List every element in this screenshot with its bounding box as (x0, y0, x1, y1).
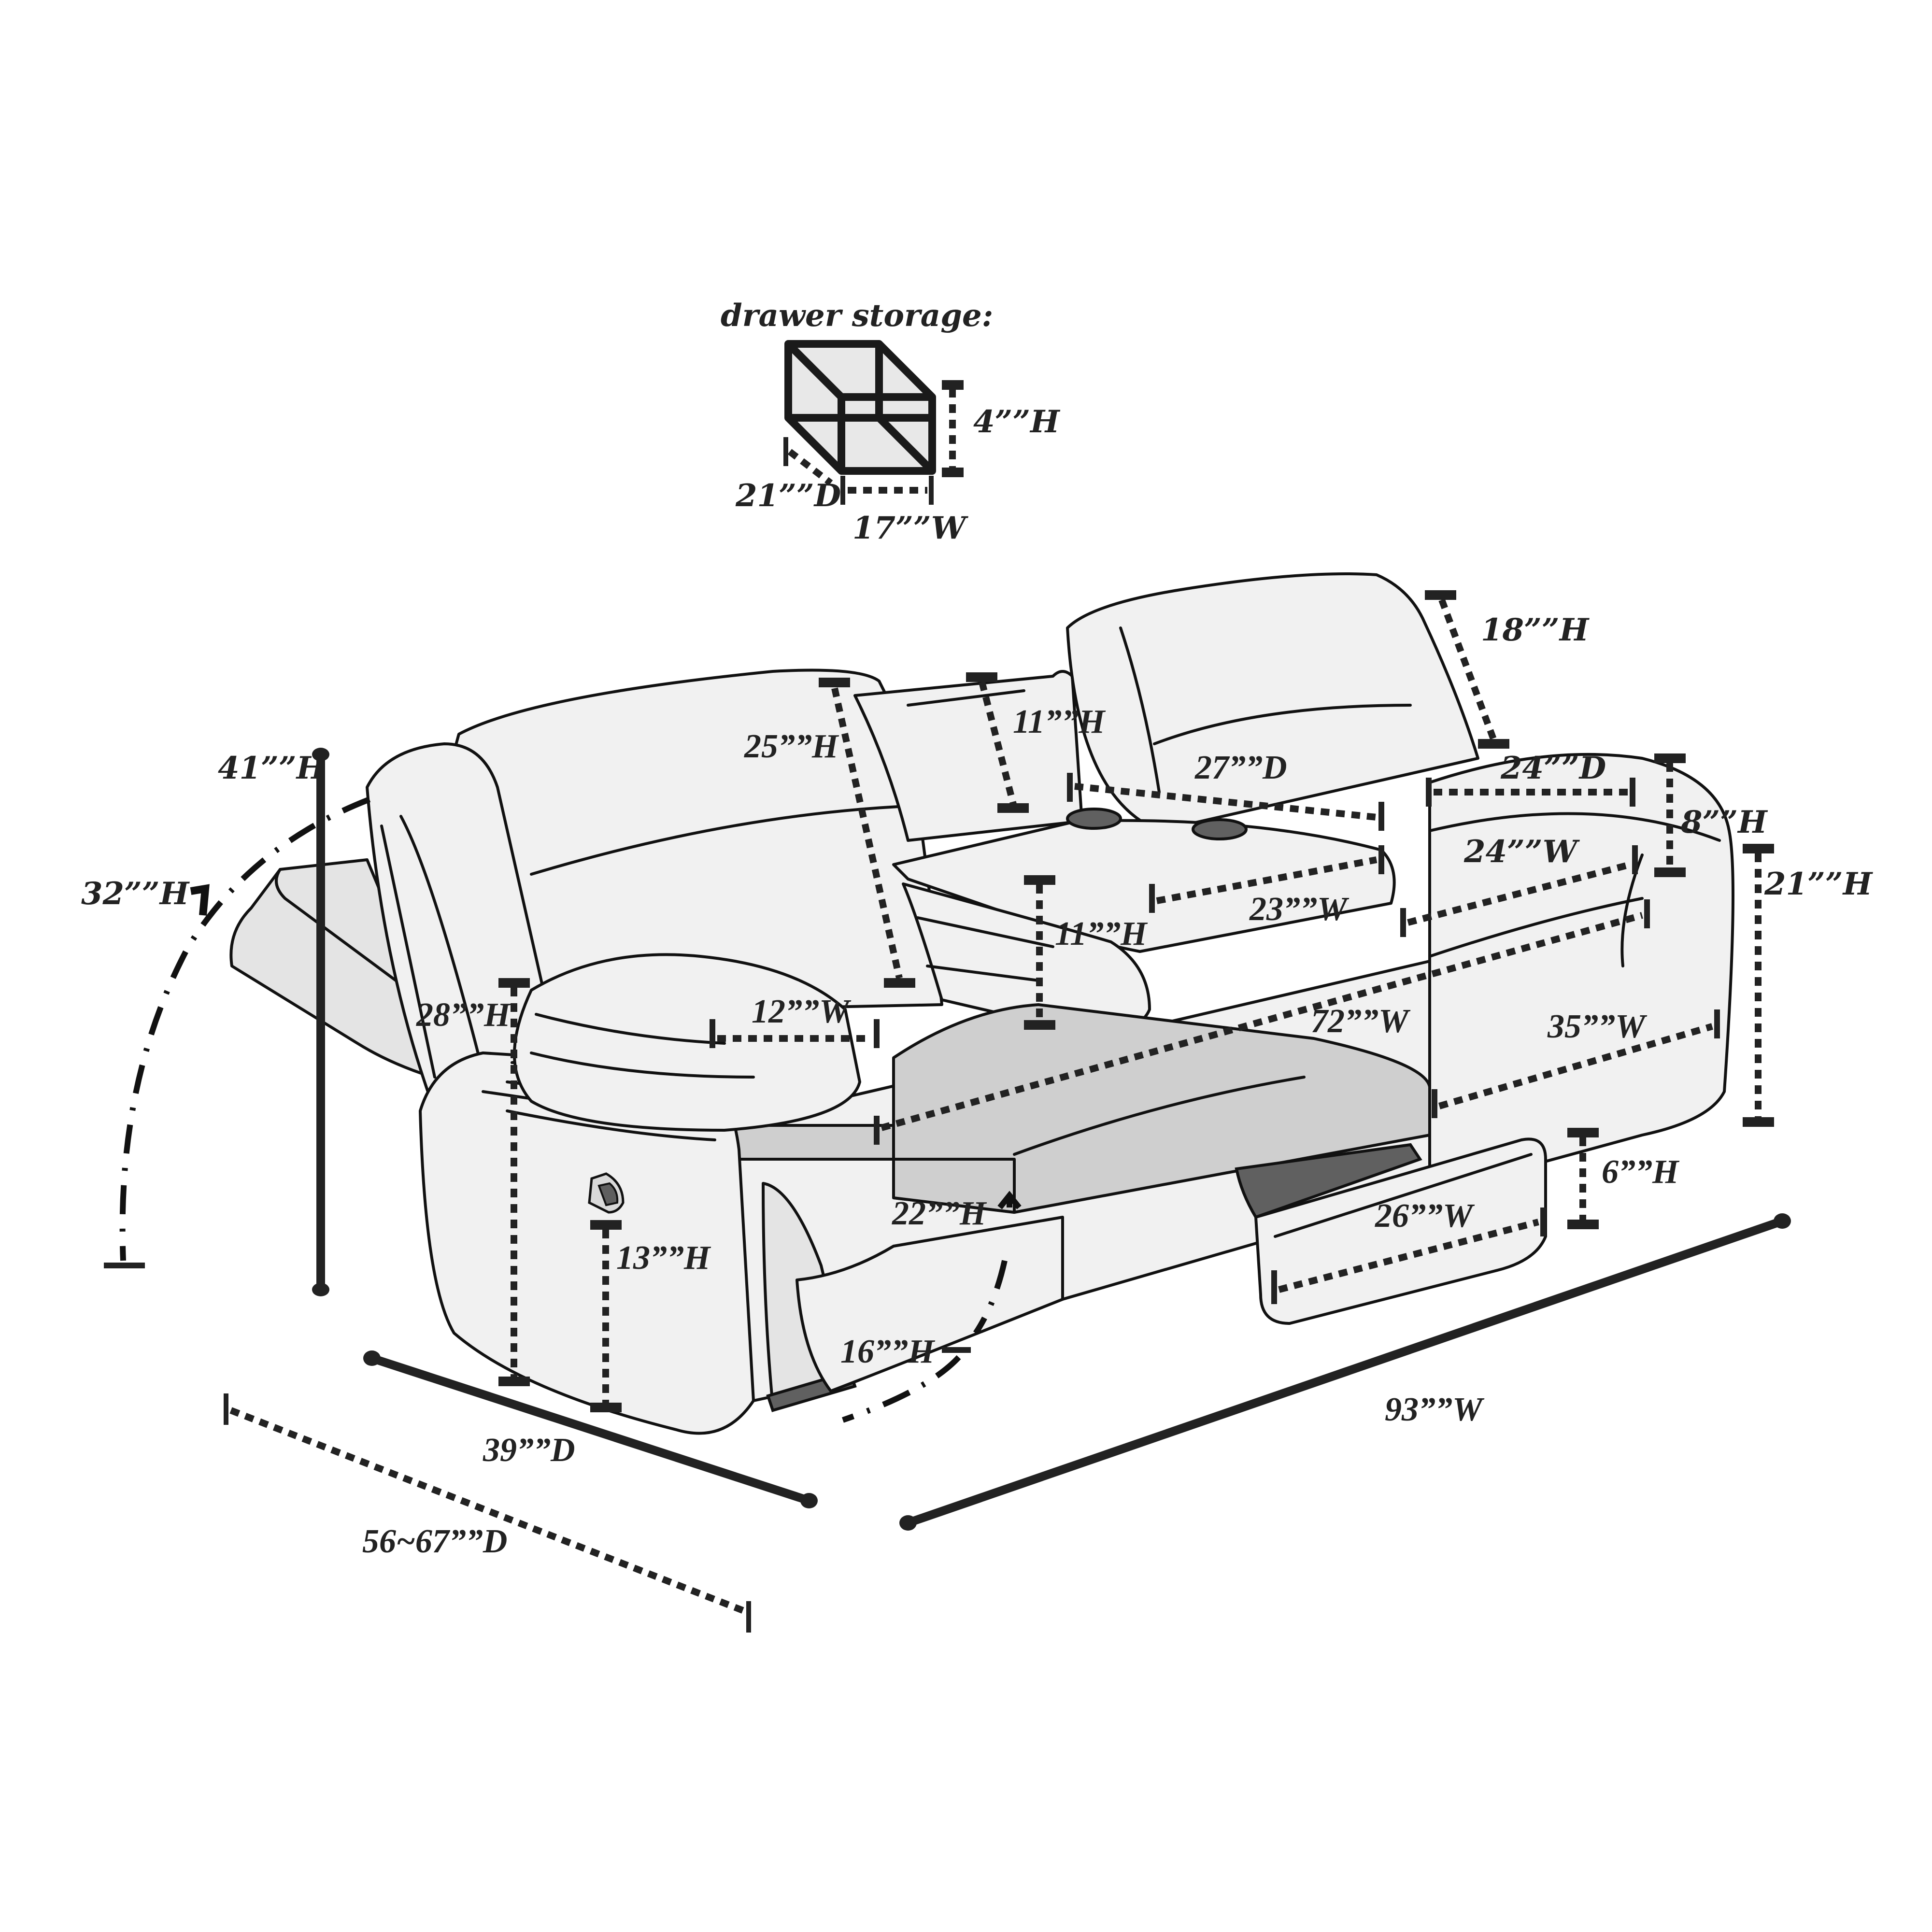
sofa-illustration (229, 572, 1734, 1435)
dimension-labels: 41””H 32””H 25””H 11””H 27””D 18””H 24””… (81, 612, 1874, 1560)
console-depth-label: 27””D (1194, 749, 1287, 786)
right-arm-depth-label: 24””D (1500, 750, 1606, 786)
center-seat-width-label: 72””W (1311, 1003, 1411, 1040)
overall-width-label: 93””W (1385, 1391, 1485, 1428)
footrest-panel (796, 1216, 1064, 1392)
reclined-depth-label: 56~67””D (362, 1523, 507, 1560)
drawer-front-height-label: 6””H (1602, 1153, 1680, 1191)
right-arm-height-label: 8””H (1680, 804, 1768, 840)
footrest-height-label: 16””H (840, 1333, 936, 1370)
overall-height-label: 41””H (218, 750, 327, 786)
console-armrest-height-label: 11””H (1055, 915, 1148, 952)
console-back-height-label: 11””H (1013, 703, 1106, 740)
right-backrest (1066, 572, 1479, 832)
left-back-height-label: 25””H (744, 728, 839, 765)
right-section-width-label: 35””W (1547, 1008, 1648, 1045)
seat-height-label: 22””H (892, 1195, 987, 1232)
drawer-interior (1235, 1143, 1422, 1219)
left-arm-height-label: 28””H (416, 996, 511, 1034)
drawer-height-label: 4””H (973, 404, 1061, 440)
left-wing (366, 742, 557, 1112)
drawer-width-label: 17””W (852, 510, 969, 546)
drawer-storage-diagram: drawer storage: 4””H 21””D 17””W (721, 298, 1061, 546)
handle-height-label: 13””H (616, 1239, 711, 1277)
reclined-height-label: 32””H (81, 876, 190, 912)
drawer-depth-label: 21””D (735, 478, 841, 514)
cupholder-right-icon (1192, 818, 1248, 840)
right-seat-width-label: 24””W (1463, 834, 1580, 870)
dimension-lines (104, 590, 1791, 1633)
console-back (853, 670, 1083, 842)
left-seat-extended (723, 1124, 1016, 1214)
left-arm (419, 1051, 755, 1435)
cupholder-left-icon (1066, 808, 1122, 830)
console-width-label: 23””W (1249, 891, 1350, 928)
drawer-storage-title: drawer storage: (721, 298, 993, 334)
overall-depth-label: 39””D (483, 1432, 575, 1469)
left-armrest-pad (513, 953, 861, 1132)
right-arm-floor-height-label: 21””H (1764, 866, 1874, 902)
drawer-front-width-label: 26””W (1375, 1197, 1475, 1235)
right-back-height-label: 18””H (1481, 612, 1590, 648)
left-arm-width-label: 12””W (752, 993, 852, 1030)
recline-handle-icon (588, 1172, 625, 1214)
drawer-cube-icon (784, 340, 936, 475)
